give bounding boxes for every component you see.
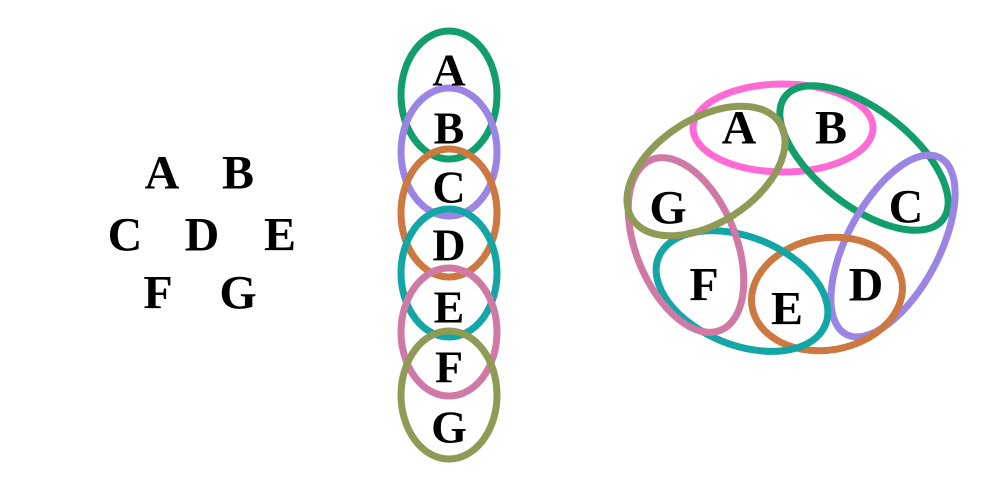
hyperedge-chain-de xyxy=(397,205,501,341)
vertex-label: D xyxy=(185,209,220,262)
vertex-label: E xyxy=(264,209,296,262)
vertex-label: E xyxy=(434,282,465,333)
vertex-label: F xyxy=(435,342,463,393)
hyperedge-cycle-de xyxy=(748,233,906,355)
hyperedge-chain-fg xyxy=(397,327,501,463)
vertex-label: B xyxy=(434,103,465,154)
vertex-label: F xyxy=(689,259,718,312)
hyperedge-cycle-ab xyxy=(689,80,877,176)
vertex-label: B xyxy=(222,147,254,200)
cycle-panel: A B C D E F G xyxy=(623,80,959,355)
vertex-label: A xyxy=(145,147,180,200)
vertex-label: E xyxy=(771,283,803,336)
vertex-label: G xyxy=(431,402,467,453)
vertex-label: F xyxy=(143,267,172,320)
hyperedge-cycle-cd xyxy=(827,151,959,341)
vertex-label: C xyxy=(889,181,924,234)
vertex-set-panel: A B C D E F G xyxy=(108,147,296,320)
vertex-label: A xyxy=(722,102,757,155)
hyperedge-cycle-bc xyxy=(776,82,952,234)
hyperedge-chain-ab xyxy=(397,27,501,163)
hyperedge-cycle-ef xyxy=(652,227,832,355)
vertex-label: C xyxy=(432,162,465,213)
vertex-label: D xyxy=(432,220,465,271)
vertex-label: G xyxy=(649,182,686,235)
chain-panel: A B C D E F G xyxy=(397,27,501,463)
vertex-label: D xyxy=(849,259,884,312)
vertex-label: A xyxy=(432,45,465,96)
vertex-label: B xyxy=(815,102,847,155)
vertex-label: G xyxy=(219,267,256,320)
hyperedge-cycle-fg xyxy=(624,154,748,336)
hyperedge-chain-bc xyxy=(397,84,501,220)
hyperedge-chain-cd xyxy=(397,145,501,281)
hyperedge-cycle-ga xyxy=(623,102,789,240)
hyperedge-chain-ef xyxy=(397,264,501,400)
vertex-label: C xyxy=(108,209,143,262)
